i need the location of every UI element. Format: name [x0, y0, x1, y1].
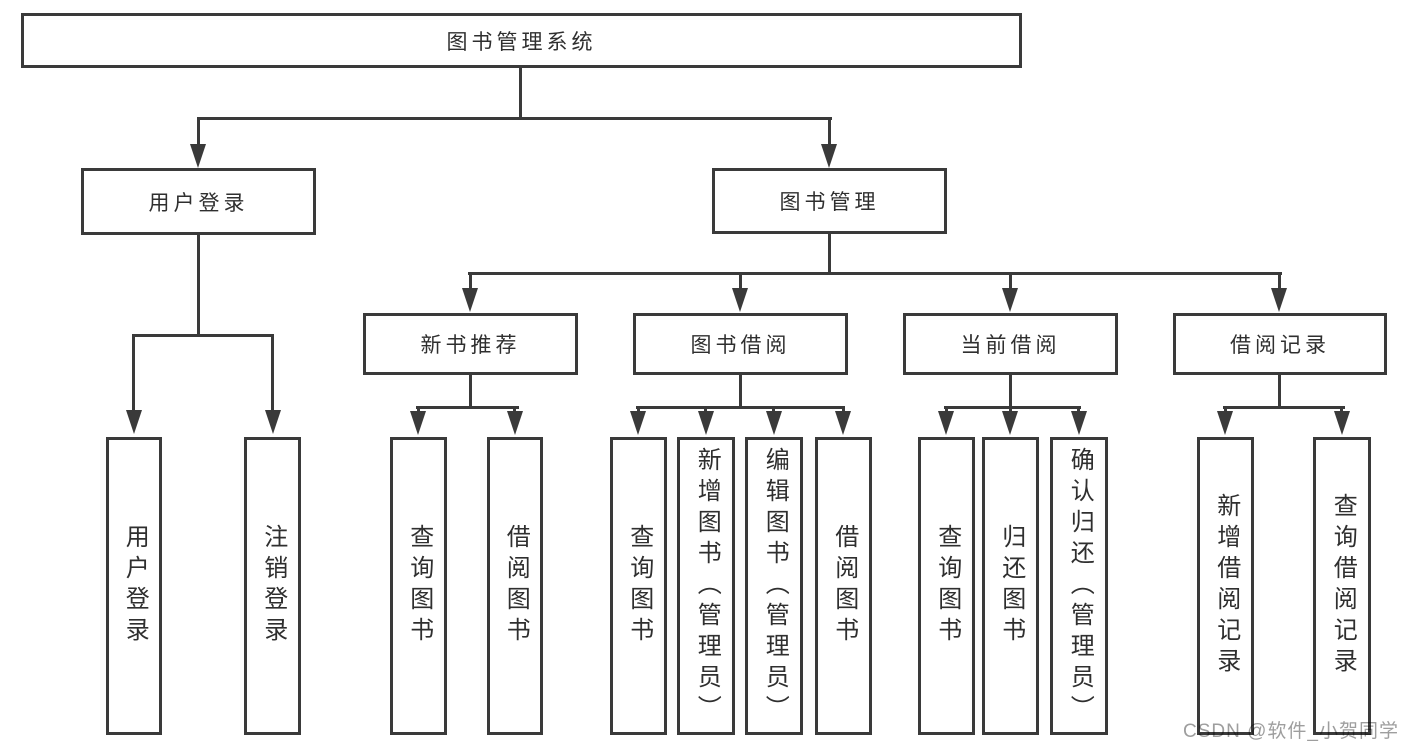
watermark: CSDN @软件_小贺同学: [1183, 721, 1399, 742]
node-new-book-recommend: 新书推荐: [363, 313, 578, 375]
arrow-down-icon: [410, 411, 426, 435]
leaf-return-books-label: 归还图书: [997, 524, 1025, 648]
connector-leaf-c2-stem: [704, 406, 707, 413]
arrow-down-icon: [821, 144, 837, 168]
leaf-query-books-borrowing: 查询图书: [610, 437, 667, 735]
connector-leaf-a2-stem: [271, 334, 274, 412]
arrow-down-icon: [698, 411, 714, 435]
node-root-label: 图书管理系统: [446, 30, 597, 54]
connector-level3-horizontal: [468, 272, 1282, 275]
node-current-borrowing-label: 当前借阅: [960, 334, 1061, 357]
connector-leaf-c4-stem: [842, 406, 845, 413]
arrow-down-icon: [1217, 411, 1233, 435]
node-book-management-label: 图书管理: [779, 191, 880, 214]
connector-group-b-horizontal: [416, 406, 519, 409]
leaf-query-books-borrowing-label: 查询图书: [625, 524, 653, 648]
leaf-user-login: 用户登录: [106, 437, 162, 735]
arrow-down-icon: [732, 288, 748, 312]
leaf-add-books-admin: 新增图书（管理员）: [677, 437, 735, 735]
connector-leaf-e1-stem: [1224, 406, 1227, 413]
leaf-query-borrow-record: 查询借阅记录: [1313, 437, 1371, 735]
connector-book-management-stem: [828, 117, 831, 146]
connector-new-books-stem: [469, 272, 472, 290]
arrow-down-icon: [126, 410, 142, 434]
node-book-borrowing: 图书借阅: [633, 313, 848, 375]
leaf-logout-label: 注销登录: [259, 524, 287, 648]
connector-book-borrowing-stem: [739, 272, 742, 290]
connector-leaf-e2-stem: [1340, 406, 1343, 413]
connector-group-c-horizontal: [636, 406, 845, 409]
arrow-down-icon: [507, 411, 523, 435]
connector-user-login-down: [197, 233, 200, 337]
arrow-down-icon: [766, 411, 782, 435]
arrow-down-icon: [938, 411, 954, 435]
connector-group-e-horizontal: [1223, 406, 1345, 409]
arrow-down-icon: [835, 411, 851, 435]
node-user-login: 用户登录: [81, 168, 316, 235]
leaf-return-books: 归还图书: [982, 437, 1039, 735]
leaf-borrow-books-label: 借阅图书: [830, 524, 858, 648]
connector-group-a-horizontal: [132, 334, 274, 337]
arrow-down-icon: [630, 411, 646, 435]
node-user-login-label: 用户登录: [148, 191, 249, 215]
connector-leaf-c1-stem: [637, 406, 640, 413]
connector-leaf-a1-stem: [132, 334, 135, 412]
node-borrowing-records: 借阅记录: [1173, 313, 1387, 375]
leaf-add-borrow-record: 新增借阅记录: [1197, 437, 1254, 735]
arrow-down-icon: [1334, 411, 1350, 435]
connector-group-e-down: [1278, 373, 1281, 409]
connector-group-d-down: [1009, 373, 1012, 409]
arrow-down-icon: [462, 288, 478, 312]
connector-current-borrowing-stem: [1009, 272, 1012, 290]
arrow-down-icon: [1002, 288, 1018, 312]
node-root: 图书管理系统: [21, 13, 1022, 68]
leaf-borrow-books-recommend: 借阅图书: [487, 437, 543, 735]
leaf-confirm-return-admin-label: 确认归还（管理员）: [1066, 446, 1094, 726]
connector-leaf-d3-stem: [1077, 406, 1080, 413]
leaf-query-books-recommend: 查询图书: [390, 437, 447, 735]
arrow-down-icon: [265, 410, 281, 434]
node-current-borrowing: 当前借阅: [903, 313, 1118, 375]
leaf-borrow-books-recommend-label: 借阅图书: [502, 524, 530, 648]
arrow-down-icon: [1271, 288, 1287, 312]
leaf-edit-books-admin: 编辑图书（管理员）: [745, 437, 803, 735]
node-new-book-recommend-label: 新书推荐: [420, 334, 521, 357]
leaf-add-borrow-record-label: 新增借阅记录: [1212, 493, 1240, 679]
arrow-down-icon: [1071, 411, 1087, 435]
node-book-management: 图书管理: [712, 168, 947, 234]
leaf-logout: 注销登录: [244, 437, 301, 735]
leaf-borrow-books: 借阅图书: [815, 437, 872, 735]
leaf-query-borrow-record-label: 查询借阅记录: [1329, 493, 1357, 679]
leaf-add-books-admin-label: 新增图书（管理员）: [693, 446, 721, 726]
leaf-query-books-recommend-label: 查询图书: [405, 524, 433, 648]
connector-leaf-b1-stem: [417, 406, 420, 413]
leaf-query-books-current: 查询图书: [918, 437, 975, 735]
connector-leaf-d2-stem: [1009, 406, 1012, 413]
connector-borrowing-records-stem: [1278, 272, 1281, 290]
node-borrowing-records-label: 借阅记录: [1230, 334, 1330, 357]
leaf-edit-books-admin-label: 编辑图书（管理员）: [761, 446, 789, 726]
connector-leaf-d1-stem: [945, 406, 948, 413]
connector-user-login-stem: [197, 117, 200, 146]
connector-group-d-horizontal: [944, 406, 1081, 409]
arrow-down-icon: [190, 144, 206, 168]
leaf-user-login-label: 用户登录: [121, 524, 149, 648]
leaf-query-books-current-label: 查询图书: [933, 524, 961, 648]
connector-level2-horizontal: [197, 117, 832, 120]
connector-leaf-c3-stem: [772, 406, 775, 413]
connector-leaf-b2-stem: [513, 406, 516, 413]
connector-book-management-down: [828, 232, 831, 275]
connector-group-b-down: [469, 373, 472, 409]
arrow-down-icon: [1002, 411, 1018, 435]
connector-group-c-down: [739, 373, 742, 409]
node-book-borrowing-label: 图书借阅: [690, 334, 791, 357]
leaf-confirm-return-admin: 确认归还（管理员）: [1050, 437, 1108, 735]
connector-root-stem: [519, 68, 522, 120]
